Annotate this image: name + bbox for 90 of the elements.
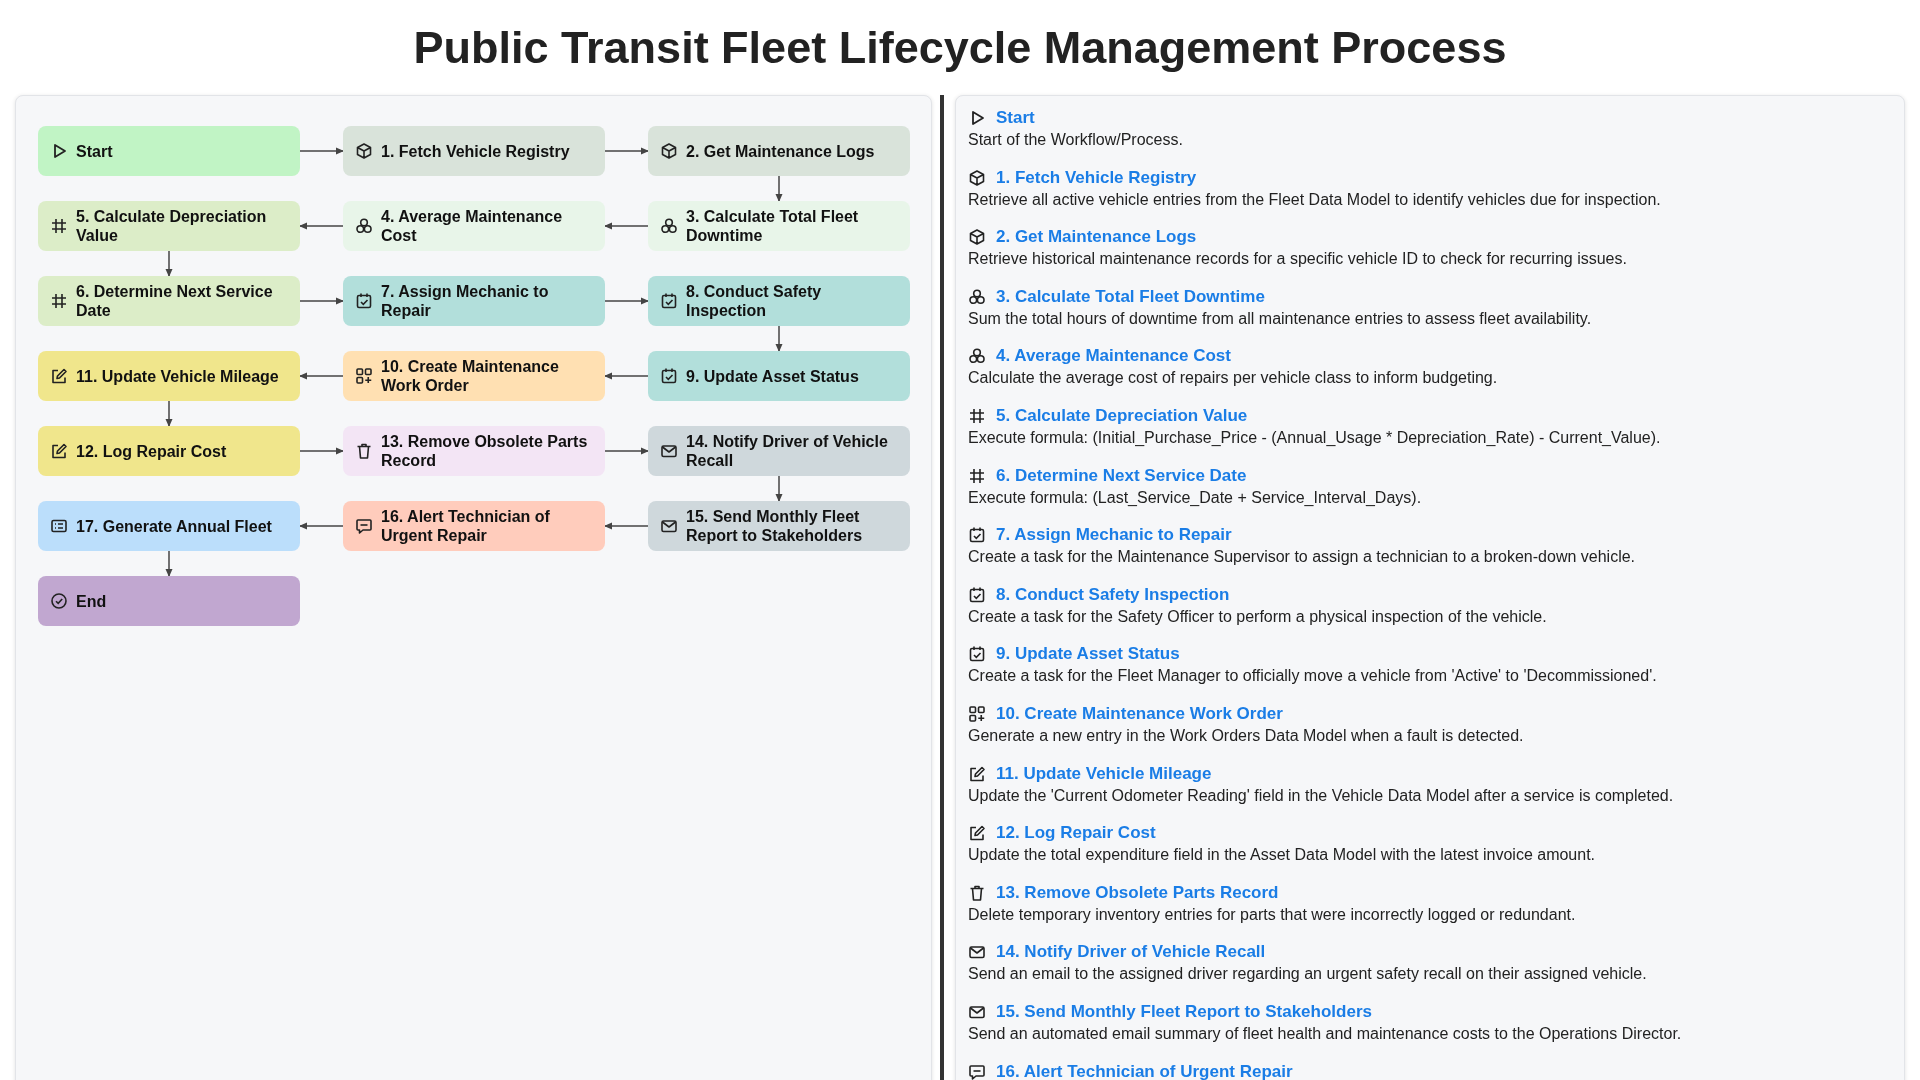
process-box <box>648 501 910 551</box>
step-description: Calculate the average cost of repairs per vehicle class to inform budgeting. <box>968 369 1498 388</box>
arrow <box>604 522 649 530</box>
process-box <box>343 201 605 251</box>
node-label: 13. Remove Obsolete Parts Record <box>381 432 589 470</box>
node-label: 14. Notify Driver of Vehicle Recall <box>686 432 889 470</box>
step-description: Start of the Workflow/Process. <box>968 131 1183 149</box>
step-description: Update the 'Current Odometer Reading' field in the Vehicle Data Model after a service is completed. <box>968 786 1674 805</box>
arrow <box>775 325 783 352</box>
step-description: Delete temporary inventory entries for parts that were incorrectly logged or redundant. <box>968 905 1576 924</box>
node-label: Start <box>76 141 113 161</box>
node-label: 1. Fetch Vehicle Registry <box>381 141 570 161</box>
step-heading: 4. Average Maintenance Cost <box>996 346 1231 367</box>
arrow <box>775 175 783 202</box>
step-heading: 14. Notify Driver of Vehicle Recall <box>996 942 1266 963</box>
arrow <box>604 222 649 230</box>
step-heading: 12. Log Repair Cost <box>996 823 1156 844</box>
process-box <box>343 126 605 176</box>
node-label: 3. Calculate Total Fleet Downtime <box>686 207 860 245</box>
step-description: Execute formula: (Initial_Purchase_Price - (Annual_Usage * Depreciation_Rate) - Current_Value). <box>968 429 1661 447</box>
step-heading: 11. Update Vehicle Mileage <box>996 763 1212 784</box>
arrow <box>165 250 173 277</box>
node-label: 10. Create Maintenance Work Order <box>381 357 560 395</box>
process-box <box>343 351 605 401</box>
arrow <box>299 447 344 455</box>
process-box <box>38 501 300 551</box>
step-description: Create a task for the Maintenance Supervisor to assign a technician to a broken-down vehicle. <box>968 548 1636 567</box>
node-label: 9. Update Asset Status <box>686 366 859 386</box>
arrow <box>299 222 344 230</box>
step-heading: 10. Create Maintenance Work Order <box>996 704 1283 724</box>
step-description: Retrieve all active vehicle entries from the Fleet Data Model to identify vehicles due for inspection. <box>968 190 1661 209</box>
node-label: 11. Update Vehicle Mileage <box>76 366 279 386</box>
step-heading: 8. Conduct Safety Inspection <box>996 584 1230 605</box>
arrow <box>299 147 344 155</box>
node-label: 17. Generate Annual Fleet <box>76 516 272 536</box>
step-heading: 5. Calculate Depreciation Value <box>996 406 1248 426</box>
step-description: Send an automated email summary of fleet health and maintenance costs to the Operations Director. <box>968 1025 1682 1043</box>
node-label: 7. Assign Mechanic to Repair <box>381 282 550 320</box>
step-description: Execute formula: (Last_Service_Date + Service_Interval_Days). <box>968 488 1422 507</box>
node-label: 4. Average Maintenance Cost <box>381 207 564 245</box>
step-description: Create a task for the Safety Officer to perform a physical inspection of the vehicle. <box>968 607 1547 626</box>
node-label: 15. Send Monthly Fleet Report to Stakeholders <box>686 507 864 545</box>
node-label: 5. Calculate Depreciation Value <box>76 207 268 245</box>
step-heading: 16. Alert Technician of Urgent Repair <box>996 1061 1293 1080</box>
step-description: Create a task for the Fleet Manager to officially move a vehicle from 'Active' to 'Decommissioned'. <box>968 667 1657 686</box>
step-heading: 1. Fetch Vehicle Registry <box>996 167 1197 188</box>
process-box <box>38 351 300 401</box>
arrow <box>604 297 649 305</box>
arrow <box>604 447 649 455</box>
process-box <box>38 576 300 626</box>
step-heading: 15. Send Monthly Fleet Report to Stakeholders <box>996 1002 1372 1022</box>
step-heading: 7. Assign Mechanic to Repair <box>996 525 1232 546</box>
process-box <box>38 126 300 176</box>
arrow <box>165 400 173 427</box>
node-label: 6. Determine Next Service Date <box>76 282 274 320</box>
step-description: Update the total expenditure field in the Asset Data Model with the latest invoice amount. <box>968 846 1596 865</box>
step-heading: 6. Determine Next Service Date <box>996 465 1247 486</box>
step-heading: 9. Update Asset Status <box>996 644 1180 665</box>
step-heading: Start <box>996 108 1035 128</box>
node-label: 8. Conduct Safety Inspection <box>686 282 823 320</box>
arrow <box>775 475 783 502</box>
process-box <box>38 201 300 251</box>
process-box <box>648 201 910 251</box>
node-label: 2. Get Maintenance Logs <box>686 141 875 161</box>
arrow <box>604 147 649 155</box>
process-box <box>648 426 910 476</box>
arrow <box>299 522 344 530</box>
node-label: 12. Log Repair Cost <box>76 441 227 461</box>
step-heading: 3. Calculate Total Fleet Downtime <box>996 286 1265 307</box>
node-label: End <box>76 591 107 611</box>
step-description: Retrieve historical maintenance records for a specific vehicle ID to check for recurring issues. <box>968 250 1627 269</box>
node-label: 16. Alert Technician of Urgent Repair <box>381 507 551 545</box>
process-box <box>343 276 605 326</box>
step-heading: 2. Get Maintenance Logs <box>996 227 1197 248</box>
arrow <box>165 550 173 577</box>
step-description: Send an email to the assigned driver regarding an urgent safety recall on their assigned vehicle. <box>968 965 1647 984</box>
process-box <box>648 276 910 326</box>
process-box <box>343 501 605 551</box>
arrow <box>299 297 344 305</box>
arrow <box>299 372 344 380</box>
process-box <box>648 351 910 401</box>
process-box <box>648 126 910 176</box>
arrow <box>604 372 649 380</box>
step-heading: 13. Remove Obsolete Parts Record <box>996 882 1279 903</box>
process-box <box>343 426 605 476</box>
process-box <box>38 276 300 326</box>
process-box <box>38 426 300 476</box>
step-description: Generate a new entry in the Work Orders Data Model when a fault is detected. <box>968 727 1524 745</box>
diagram-title: Public Transit Fleet Lifecycle Management Process <box>412 22 1508 74</box>
step-description: Sum the total hours of downtime from all maintenance entries to assess fleet availability. <box>968 309 1592 328</box>
